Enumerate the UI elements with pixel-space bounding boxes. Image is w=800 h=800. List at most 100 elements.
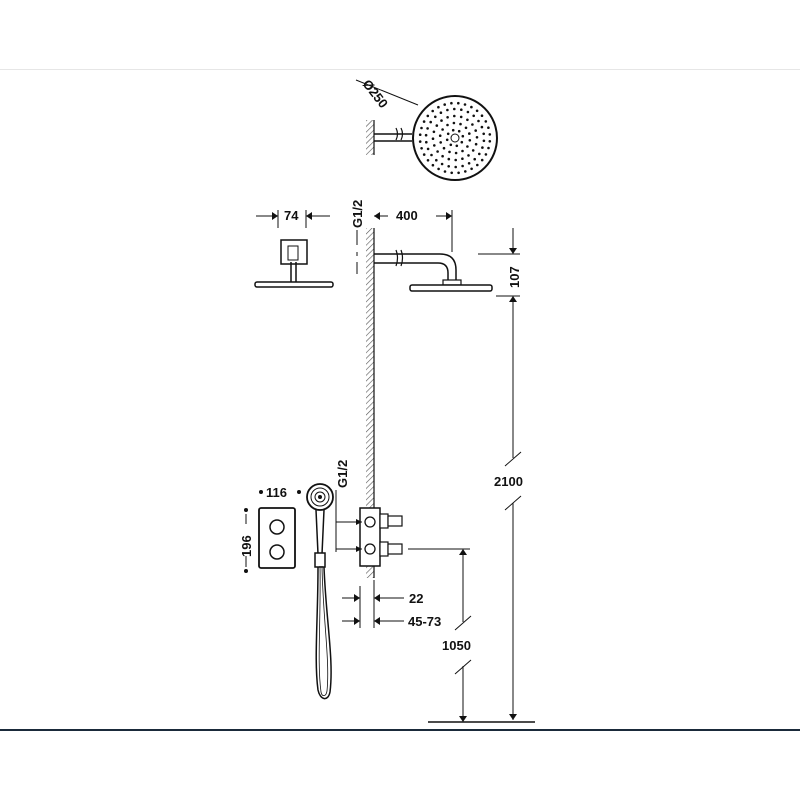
wall-depth-label: 45-73 [408,614,441,629]
nozzle-dot [439,141,443,144]
nozzle-dot [426,114,430,118]
nozzle-dot [426,147,430,151]
head-height-label: 107 [507,266,522,288]
body-depth-label: 22 [409,591,423,606]
diverter-knob [269,544,285,560]
nozzle-dot [418,133,422,136]
nozzle-dot [463,103,467,106]
nozzle-dot [459,115,463,119]
nozzle-dot [484,120,488,123]
depth-dims: 22 45-73 [342,580,441,629]
nozzle-dot [437,105,440,109]
nozzle-dot [470,167,473,171]
nozzle-dot [438,134,442,137]
overall-height-dim: 2100 [494,296,523,720]
head-disc [412,95,498,181]
nozzle-dot [460,140,464,144]
nozzle-dot [441,154,444,158]
nozzle-dot [477,119,480,123]
nozzle-dot [471,149,475,152]
nozzle-dot [475,109,479,113]
nozzle-dot [424,133,428,137]
head-side-view: 74 [254,208,334,288]
nozzle-dot [487,126,490,129]
nozzle-dot [422,120,426,123]
nozzle-dot [454,165,458,169]
nozzle-dot [431,109,435,113]
overall-height-label: 2100 [494,474,523,489]
nozzle-dot [440,119,443,122]
nozzle-dot [442,146,446,150]
valve-height-label: 1050 [442,638,471,653]
nozzle-dot [461,149,464,153]
side-head-plate [254,281,334,288]
nozzle-dot [446,123,449,127]
nozzle-dot [476,163,479,167]
nozzle-dot [418,140,422,143]
nozzle-dot [461,164,464,168]
nozzle-dot [481,146,484,149]
shower-hose [315,566,332,700]
nozzle-dot [470,105,473,109]
nozzle-dot [451,128,455,132]
nozzle-dot [447,165,451,168]
nozzle-dot [429,120,433,124]
center-nozzle [450,133,460,143]
nozzle-dot [440,162,444,166]
wall-section [366,228,374,578]
nozzle-dot [482,139,486,143]
nozzle-dot [430,153,433,157]
nozzle-dot [459,122,462,126]
nozzle-dot [487,146,490,150]
plate-width-dim: 116 [259,485,301,500]
nozzle-dot [461,157,464,160]
nozzle-dot [457,171,460,175]
hand-shower [306,483,334,700]
nozzle-dot [447,157,451,161]
shower-head-top-view: Ø250 [355,77,498,181]
nozzle-dot [453,107,456,111]
head-diameter-label: Ø250 [360,77,391,111]
nozzle-dot [474,142,478,146]
nozzle-dot [435,124,439,127]
break-mark [395,127,404,141]
nozzle-dot [457,129,461,133]
nozzle-dot [467,162,471,165]
nozzle-dot [425,140,428,144]
plate-height-label: 196 [239,535,254,557]
nozzle-dot [460,108,463,111]
wall-section-top [366,120,374,155]
nozzle-dot [473,157,477,161]
nozzle-dot [420,147,423,150]
valve-body [336,507,403,567]
nozzle-dot [466,118,469,122]
nozzle-dot [450,101,453,105]
nozzle-dot [480,114,484,117]
nozzle-dot [443,103,447,106]
nozzle-dot [455,144,459,148]
nozzle-dot [472,114,476,118]
nozzle-dot [431,137,435,140]
handset-connection-label: G1/2 [335,460,350,488]
control-plate [258,507,296,569]
nozzle-dot [452,121,456,125]
plate-width-label: 116 [266,485,287,500]
valve-height-dim: 1050 [408,548,472,722]
plate-height-dim: 196 [239,508,254,573]
nozzle-dot [441,128,444,131]
top-border [0,69,800,70]
nozzle-dot [461,134,465,138]
nozzle-dot [443,170,447,173]
nozzle-dot [464,170,467,173]
nozzle-dot [453,114,456,118]
nozzle-dot [431,163,435,167]
side-mount [280,239,308,265]
diameter-leader [355,79,419,106]
nozzle-dot [450,171,454,175]
nozzle-dot [426,127,429,130]
top-connection-label: G1/2 [350,200,365,228]
nozzle-dot [480,125,484,129]
arm-length-dim: 400 [374,208,453,252]
